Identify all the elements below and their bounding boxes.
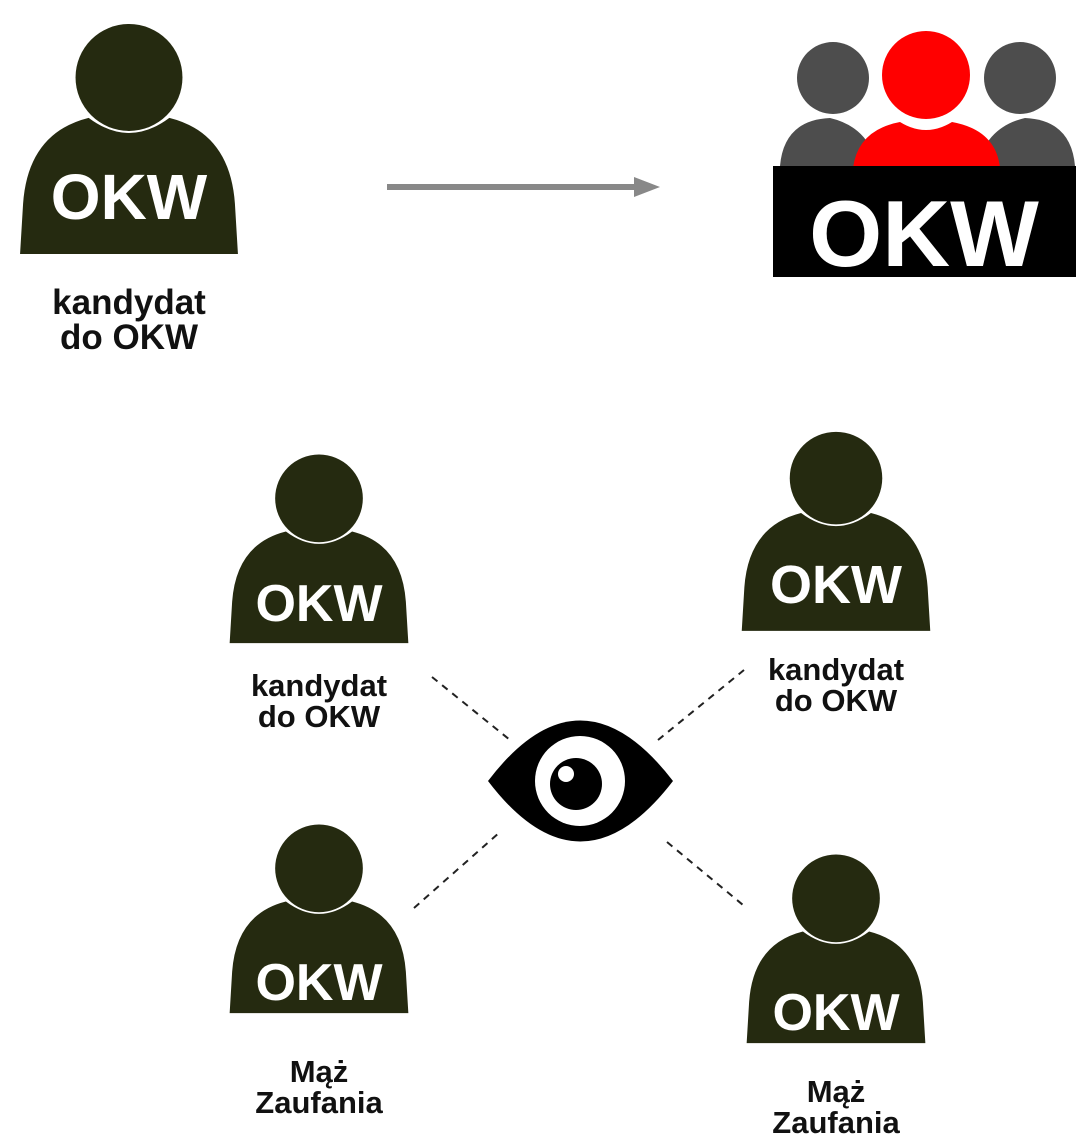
connector-line: [413, 831, 501, 909]
dashed-connectors: [413, 669, 745, 909]
okw-badge-text: OKW: [255, 575, 383, 633]
person-icon-mid-right: OKW: [741, 431, 931, 631]
caption-line: do OKW: [257, 699, 381, 734]
caption-line: Mąż: [289, 1054, 349, 1089]
okw-badge-text: OKW: [51, 161, 208, 233]
caption-line: kandydat: [250, 668, 388, 703]
okw-badge-text: OKW: [255, 954, 383, 1012]
caption-top-left: kandydat do OKW: [18, 285, 240, 355]
connector-line: [666, 841, 744, 906]
caption-line: kandydat: [52, 283, 206, 322]
caption-line: Mąż: [806, 1074, 866, 1109]
arrow-right-icon: [387, 177, 660, 197]
connector-line: [657, 669, 745, 741]
eye-icon: [488, 720, 673, 842]
okw-badge-text: OKW: [770, 555, 902, 615]
caption-line: do OKW: [774, 683, 898, 718]
caption-line: kandydat: [767, 652, 905, 687]
caption-bottom-left: Mąż Zaufania: [220, 1056, 418, 1118]
group-icon: OKW: [773, 31, 1076, 286]
okw-banner-text: OKW: [809, 181, 1039, 286]
person-icon-top-left: OKW: [20, 24, 238, 254]
okw-badge-text: OKW: [772, 984, 900, 1042]
okw-banner: [773, 166, 1076, 277]
caption-mid-left: kandydat do OKW: [220, 670, 418, 732]
caption-bottom-right: Mąż Zaufania: [736, 1076, 936, 1138]
caption-line: Zaufania: [255, 1085, 383, 1120]
connector-line: [431, 676, 511, 741]
caption-line: do OKW: [59, 318, 199, 357]
person-icon-mid-left: OKW: [229, 454, 409, 644]
caption-line: Zaufania: [772, 1105, 900, 1140]
caption-mid-right: kandydat do OKW: [736, 654, 936, 716]
person-icon-bottom-left: OKW: [229, 824, 409, 1014]
person-icon-bottom-right: OKW: [746, 854, 926, 1044]
